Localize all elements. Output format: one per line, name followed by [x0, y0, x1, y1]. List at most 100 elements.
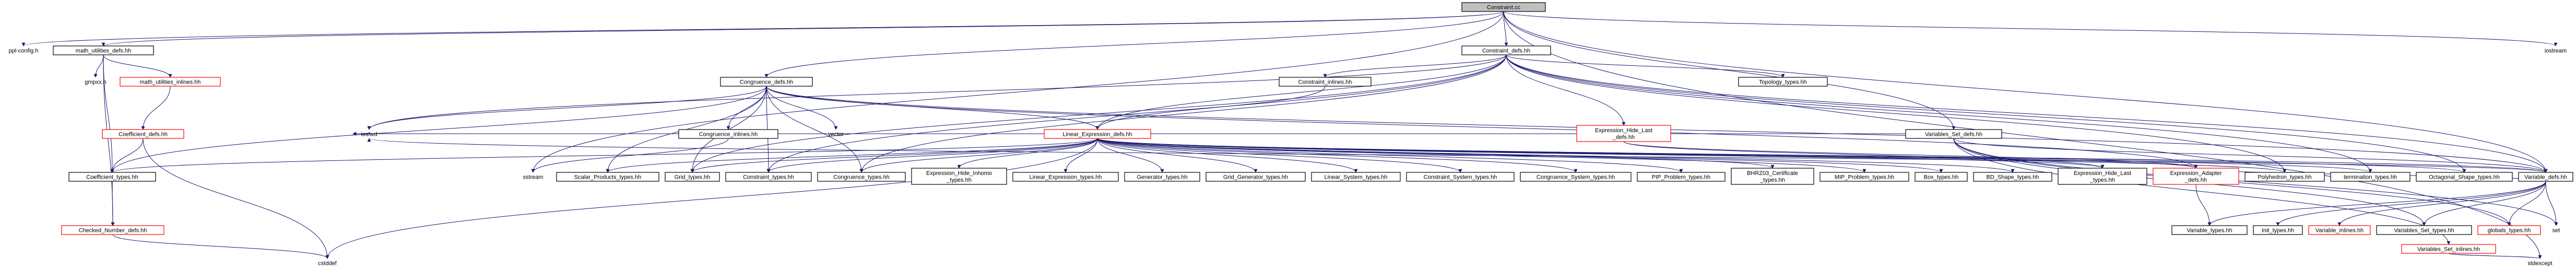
node-label: Constraint.cc: [1487, 5, 1521, 11]
node-label: sstream: [523, 174, 543, 181]
node-variables-set-defs[interactable]: Variables_Set_defs.hh: [1905, 129, 2002, 139]
dependency-edges: [22, 11, 2558, 259]
node-label: Expression_Hide_Last: [1595, 127, 1652, 134]
node-constraint-defs[interactable]: Constraint_defs.hh: [1461, 45, 1551, 55]
node-sstream[interactable]: sstream: [517, 172, 549, 181]
edge-linear_expression_defs-to-bd_shape_types: [1097, 138, 2015, 173]
node-variable-types[interactable]: Variable_types.hh: [2171, 225, 2248, 235]
node-label: ppl-config.h: [9, 48, 39, 54]
node-label: Scalar_Products_types.hh: [574, 174, 641, 181]
node-topology-types[interactable]: Topology_types.hh: [1738, 77, 1828, 87]
node-label: Constraint_types.hh: [743, 174, 794, 181]
edge-expression_hide_last_defs-to-expression_adapter_defs: [1623, 141, 2198, 169]
node-mip-problem-types[interactable]: MIP_Problem_types.hh: [1819, 172, 1909, 182]
edge-variables_set_defs-to-variables_set_inlines: [1953, 138, 2451, 245]
node-checked-number-defs[interactable]: Checked_Number_defs.hh: [61, 225, 164, 235]
edge-constraint_defs-to-linear_expression_defs: [1095, 54, 1507, 130]
node-expression-hide-last-defs[interactable]: Expression_Hide_Last_defs.hh: [1576, 125, 1671, 142]
node-grid-generator-types[interactable]: Grid_Generator_types.hh: [1206, 172, 1306, 182]
node-box: [1576, 125, 1671, 142]
node-congruence-types[interactable]: Congruence_types.hh: [817, 172, 906, 182]
node-box: [817, 172, 906, 182]
node-constraint-system-types[interactable]: Constraint_System_types.hh: [1406, 172, 1515, 182]
edge-linear_expression_defs-to-generator_types: [1097, 138, 1164, 173]
node-congruence-defs[interactable]: Congruence_defs.hh: [720, 77, 813, 87]
node-label: Expression_Hide_Last: [2074, 170, 2131, 177]
edge-coefficient_defs-to-cstddef: [143, 138, 329, 259]
node-box: [1124, 172, 1200, 182]
edge-variables_set_defs-to-variable_defs: [1953, 138, 2548, 173]
edge-root-to-math_utilities_defs: [102, 11, 1504, 46]
node-expression-hide-last-types[interactable]: Expression_Hide_Last_types.hh: [2058, 168, 2147, 185]
node-scalar-products-types[interactable]: Scalar_Products_types.hh: [556, 172, 659, 182]
node-root[interactable]: Constraint.cc: [1461, 2, 1546, 12]
node-expression-adapter-defs[interactable]: Expression_Adapter_defs.hh: [2153, 168, 2239, 185]
node-globals-types[interactable]: globals_types.hh: [2477, 225, 2541, 235]
node-box: [61, 225, 164, 235]
edge-constraint_defs-to-congruence_types: [859, 54, 1507, 173]
node-box: [2153, 168, 2239, 185]
node-variables-set-types[interactable]: Variables_Set_types.hh: [2376, 225, 2472, 235]
edge-constraint_defs-to-topology_types: [1506, 54, 1785, 78]
edge-congruence_defs-to-vector: [766, 86, 838, 130]
node-coefficient-defs[interactable]: Coefficient_defs.hh: [102, 129, 184, 139]
node-cstddef[interactable]: cstddef: [311, 259, 344, 267]
node-grid-types[interactable]: Grid_types.hh: [665, 172, 720, 182]
node-init-types[interactable]: Init_types.hh: [2253, 225, 2303, 235]
node-label: vector: [828, 132, 844, 138]
node-box: [678, 129, 778, 139]
node-termination-types[interactable]: termination_types.hh: [2330, 172, 2410, 182]
node-congruence-system-types[interactable]: Congruence_System_types.hh: [1520, 172, 1632, 182]
node-variables-set-inlines[interactable]: Variables_Set_inlines.hh: [2401, 244, 2496, 254]
node-label: Variables_Set_inlines.hh: [2417, 247, 2480, 253]
node-math-utilities-defs[interactable]: math_utilities_defs.hh: [53, 45, 154, 55]
node-box: [1973, 172, 2052, 182]
node-ppl-config[interactable]: ppl-config.h: [1, 46, 46, 55]
node-polyhedron-types[interactable]: Polyhedron_types.hh: [2244, 172, 2325, 182]
node-octagonal-shape-types[interactable]: Octagonal_Shape_types.hh: [2416, 172, 2513, 182]
node-box: [1461, 45, 1551, 55]
node-pip-problem-types[interactable]: PIP_Problem_types.hh: [1637, 172, 1726, 182]
node-constraint-types[interactable]: Constraint_types.hh: [725, 172, 812, 182]
node-set[interactable]: set: [2547, 226, 2566, 235]
edge-linear_expression_defs-to-termination_types: [1097, 138, 2372, 173]
node-stdexcept[interactable]: stdexcept: [2522, 259, 2558, 267]
node-expression-hide-inhomo-types[interactable]: Expression_Hide_Inhomo_types.hh: [911, 168, 1007, 185]
node-box: [665, 172, 720, 182]
edge-linear_expression_defs-to-linear_system_types: [1097, 138, 1358, 173]
node-box: [720, 77, 813, 87]
node-label: Generator_types.hh: [1137, 174, 1187, 181]
edge-expression_adapter_defs-to-variable_types: [2195, 184, 2212, 226]
node-label: Polyhedron_types.hh: [2258, 174, 2311, 181]
edge-math_utilities_defs-to-math_utilities_inlines: [103, 54, 172, 78]
node-generator-types[interactable]: Generator_types.hh: [1124, 172, 1200, 182]
node-label: _defs.hh: [1612, 134, 1635, 141]
node-variable-inlines[interactable]: Variable_inlines.hh: [2308, 225, 2371, 235]
node-linear-system-types[interactable]: Linear_System_types.hh: [1311, 172, 1401, 182]
node-math-utilities-inlines[interactable]: math_utilities_inlines.hh: [120, 77, 221, 87]
edge-constraint_defs-to-octagonal_shape_types: [1506, 54, 2466, 173]
node-vector[interactable]: vector: [820, 130, 852, 138]
node-box: [911, 168, 1007, 185]
node-coefficient-types[interactable]: Coefficient_types.hh: [68, 172, 156, 182]
node-bd-shape-types[interactable]: BD_Shape_types.hh: [1973, 172, 2052, 182]
edge-constraint_defs-to-constraint_inlines: [1323, 54, 1507, 78]
node-box: [2477, 225, 2541, 235]
node-constraint-inlines[interactable]: Constraint_inlines.hh: [1279, 77, 1372, 87]
node-variable-defs[interactable]: Variable_defs.hh: [2518, 172, 2573, 182]
node-iosfwd[interactable]: iosfwd: [353, 130, 385, 138]
node-box-types[interactable]: Box_types.hh: [1915, 172, 1968, 182]
edge-math_utilities_inlines-to-coefficient_defs: [141, 86, 171, 130]
edge-constraint_defs-to-termination_types: [1506, 54, 2372, 173]
node-bhrz03-certificate-types[interactable]: BHRZ03_Certificate_types.hh: [1731, 168, 1814, 185]
node-box: [556, 172, 659, 182]
node-congruence-inlines[interactable]: Congruence_inlines.hh: [678, 129, 778, 139]
node-iostream[interactable]: iostream: [2538, 46, 2573, 55]
node-box: [1279, 77, 1372, 87]
edge-coefficient_defs-to-coefficient_types: [110, 138, 144, 173]
edge-linear_expression_defs-to-expression_hide_inhomo_types: [957, 138, 1098, 169]
node-label: Constraint_inlines.hh: [1298, 79, 1352, 86]
node-gmpxx[interactable]: gmpxx.h: [79, 77, 112, 86]
node-linear-expression-defs[interactable]: Linear_Expression_defs.hh: [1044, 129, 1151, 139]
node-linear-expression-types[interactable]: Linear_Expression_types.hh: [1012, 172, 1119, 182]
